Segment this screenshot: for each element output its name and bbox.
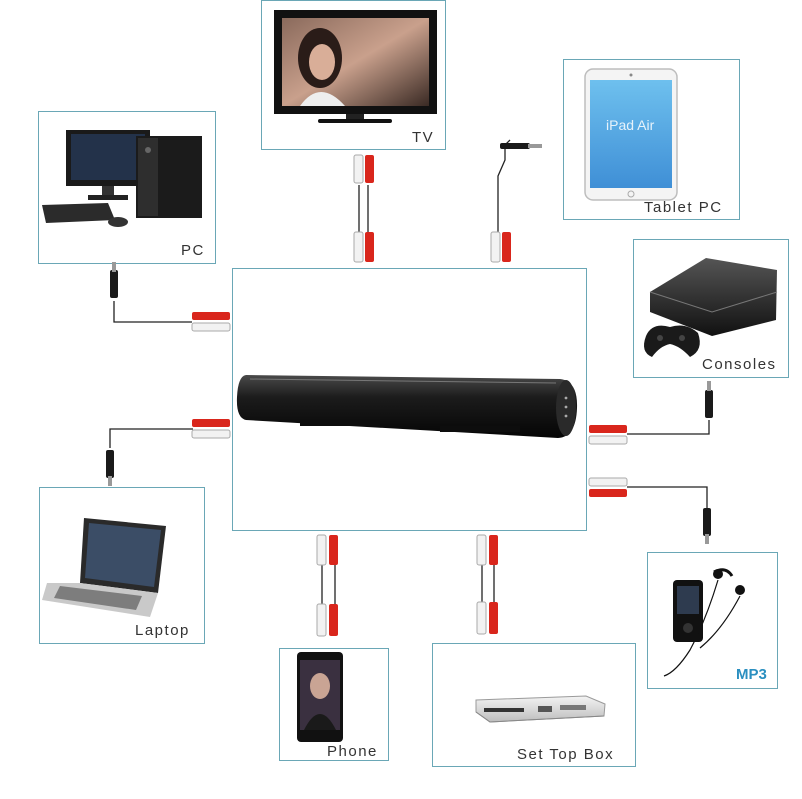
phone-image: [297, 652, 343, 742]
rca-plugs: [316, 154, 511, 637]
pc-image: [42, 130, 202, 227]
phone-label: Phone: [327, 743, 378, 760]
mp3-frame: [647, 552, 778, 689]
tablet-screen-title: iPad Air: [606, 117, 655, 133]
tv-image: [274, 10, 437, 123]
settop-image: [475, 695, 606, 723]
soundbar-image: [236, 375, 578, 438]
pc-label: PC: [181, 242, 205, 259]
consoles-label: Consoles: [702, 356, 777, 373]
laptop-image: [42, 518, 166, 617]
tablet-image: [584, 68, 678, 201]
laptop-label: Laptop: [135, 622, 190, 639]
aux-jacks: [106, 143, 713, 544]
tablet-label: Tablet PC: [644, 199, 723, 216]
tv-label: TV: [412, 129, 435, 146]
mp3-image: [663, 568, 745, 677]
mp3-label: MP3: [736, 666, 767, 683]
console-image: [644, 258, 778, 357]
settop-label: Set Top Box: [517, 746, 615, 763]
rca-plugs-horizontal: [191, 312, 628, 497]
